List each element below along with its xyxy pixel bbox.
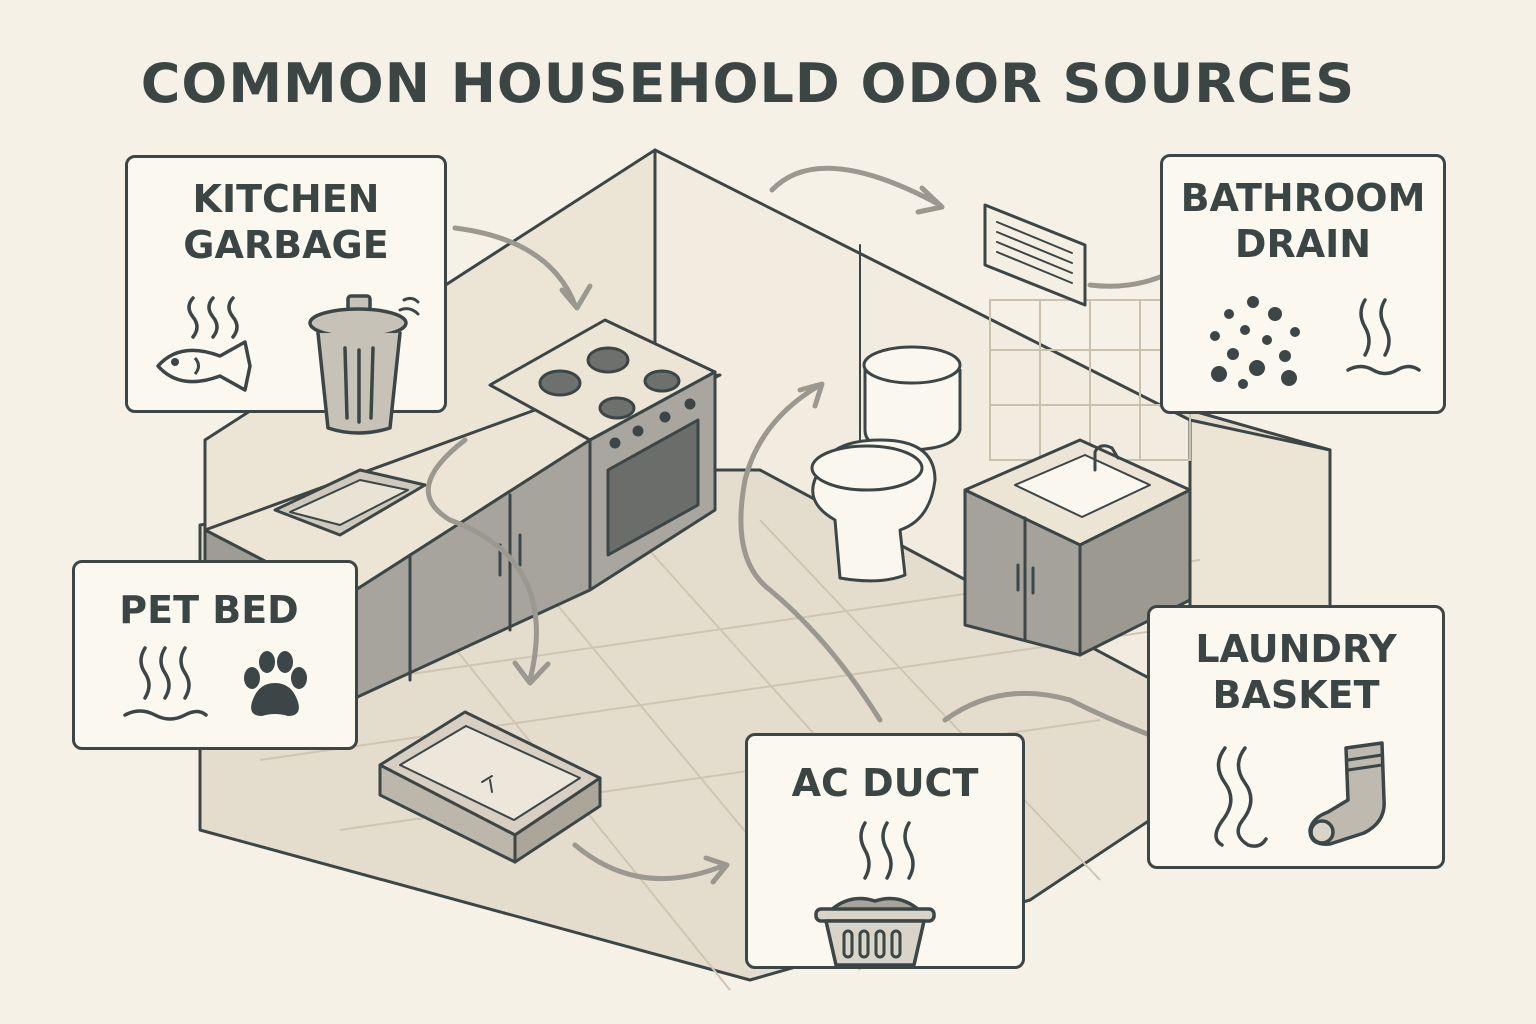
- odor-waves-icon: [123, 646, 208, 721]
- odor-waves-icon: [1214, 746, 1268, 848]
- trash-can-icon: [308, 294, 420, 435]
- card-bathroom-drain: BATHROOM DRAIN: [1160, 154, 1446, 414]
- page-title: COMMON HOUSEHOLD ODOR SOURCES: [140, 52, 1356, 115]
- card-pet-bed: PET BED: [72, 560, 358, 750]
- bathroom-vanity: [963, 438, 1192, 657]
- card-label-bathroom-drain: BATHROOM DRAIN: [1180, 176, 1426, 267]
- card-label-ac-duct: AC DUCT: [791, 761, 979, 805]
- laundry-basket-icon: [814, 896, 936, 967]
- odor-waves-icon: [859, 821, 915, 880]
- card-laundry-basket: LAUNDRY BASKET: [1147, 605, 1445, 869]
- card-label-pet-bed: PET BED: [119, 588, 299, 632]
- kitchen-sink: [273, 468, 427, 537]
- odor-flow-arrows: [425, 165, 1168, 885]
- odor-waves-icon: [187, 296, 239, 339]
- card-label-kitchen-garbage: KITCHEN GARBAGE: [183, 177, 389, 268]
- card-kitchen-garbage: KITCHEN GARBAGE: [125, 155, 447, 435]
- card-label-laundry-basket: LAUNDRY BASKET: [1195, 627, 1397, 718]
- stove: [488, 318, 717, 592]
- card-ac-duct: AC DUCT: [745, 733, 1025, 969]
- toilet: [810, 345, 962, 583]
- odor-waves-icon: [1346, 298, 1421, 376]
- sock-icon: [1308, 741, 1386, 846]
- paw-print-icon: [244, 651, 307, 716]
- air-vent: [983, 203, 1087, 307]
- pet-bed: [378, 710, 602, 864]
- fish-icon: [156, 340, 252, 392]
- spore-dots-icon: [1210, 296, 1300, 389]
